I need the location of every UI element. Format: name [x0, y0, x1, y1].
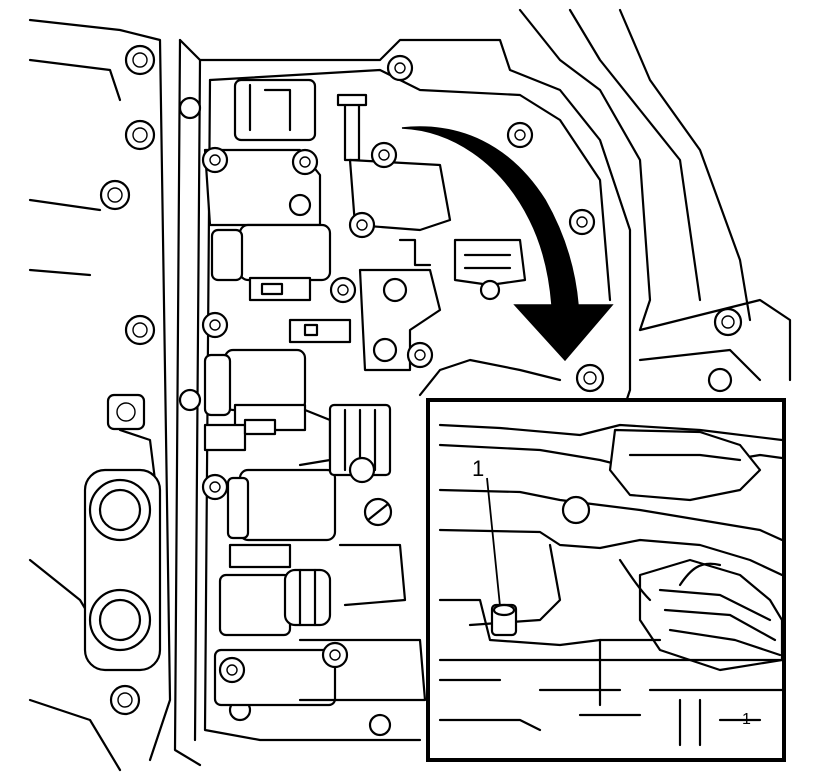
bolt-shaft — [343, 98, 361, 162]
bolt-head — [178, 388, 202, 412]
bolt-hole — [561, 495, 591, 525]
bolt-head — [124, 119, 156, 151]
solenoid-lower — [201, 468, 349, 707]
rotation-arrow — [401, 126, 614, 362]
fluid-ports — [83, 468, 162, 672]
solenoid-upper — [201, 146, 332, 302]
solenoid-middle — [201, 311, 332, 467]
bolt-head — [99, 179, 131, 211]
bolt-head — [575, 363, 605, 393]
valve-body-plate — [173, 38, 632, 767]
callout-label: 1 — [472, 456, 484, 481]
bolt-head — [109, 684, 141, 716]
bolt-head — [106, 393, 146, 431]
bolt-head — [506, 121, 534, 149]
transmission-case-right — [518, 8, 792, 393]
bolt-head — [386, 54, 414, 82]
bolt-head — [568, 208, 596, 236]
corner-label: 1 — [742, 711, 751, 728]
bolt-head — [713, 307, 743, 337]
valve-body-center — [233, 78, 527, 702]
detail-inset: 1 1 — [426, 398, 786, 762]
case-bolt-group — [99, 44, 156, 716]
bolt-head — [707, 367, 733, 393]
transmission-case-left — [28, 18, 172, 772]
bolt-head — [178, 96, 202, 120]
bolt-head — [124, 44, 156, 76]
bolt-head — [368, 713, 392, 737]
inset-lead-in — [418, 358, 562, 397]
bolt-head — [124, 314, 156, 346]
callout-leader-line — [486, 477, 501, 607]
